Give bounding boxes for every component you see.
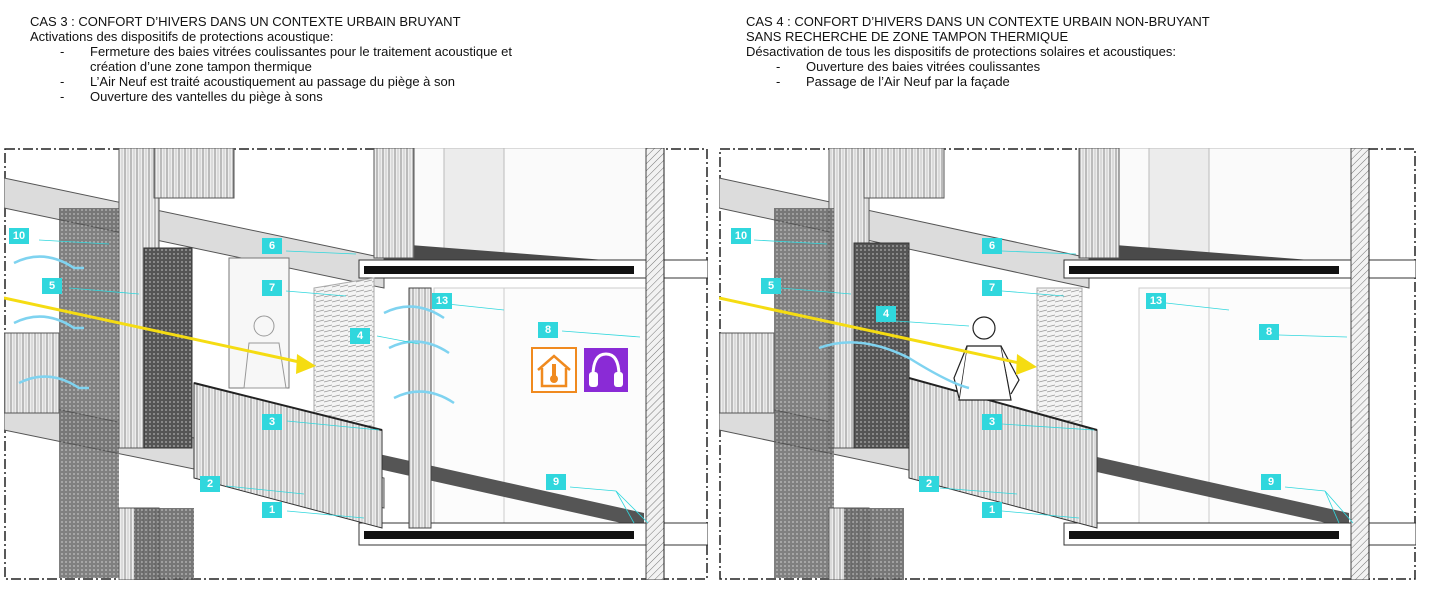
case4-intro: Désactivation de tous les dispositifs de…	[746, 44, 1176, 59]
callout-9: 9	[1261, 474, 1281, 490]
case4-section-drawing: 10 5 6 7 4 13 8 3 2 1 9	[719, 148, 1416, 580]
case4-subtitle: SANS RECHERCHE DE ZONE TAMPON THERMIQUE	[746, 29, 1069, 44]
person-figure	[243, 315, 287, 389]
callout-1: 1	[262, 502, 282, 518]
case4-list: Ouverture des baies vitrées coulissantes…	[746, 59, 1426, 89]
callout-10: 10	[731, 228, 751, 244]
leader-lines	[753, 239, 1354, 524]
list-item: Passage de l’Air Neuf par la façade	[746, 74, 1426, 89]
leader-lines	[38, 239, 649, 524]
list-item: Ouverture des baies vitrées coulissantes	[746, 59, 1426, 74]
case3-intro: Activations des dispositifs de protectio…	[30, 29, 334, 44]
callout-4: 4	[876, 306, 896, 322]
callout-4: 4	[350, 328, 370, 344]
ear-protection-icon	[584, 348, 628, 392]
callout-13: 13	[432, 293, 452, 309]
callout-8: 8	[538, 322, 558, 338]
case3-list: Fermeture des baies vitrées coulissantes…	[30, 44, 690, 104]
callout-7: 7	[262, 280, 282, 296]
callout-5: 5	[761, 278, 781, 294]
list-item: L’Air Neuf est traité acoustiquement au …	[30, 74, 690, 89]
list-item: Fermeture des baies vitrées coulissantes…	[30, 44, 690, 74]
callout-3: 3	[982, 414, 1002, 430]
callout-6: 6	[262, 238, 282, 254]
callout-2: 2	[200, 476, 220, 492]
case3-title: CAS 3 : CONFORT D’HIVERS DANS UN CONTEXT…	[30, 14, 461, 29]
callout-6: 6	[982, 238, 1002, 254]
case3-description: CAS 3 : CONFORT D’HIVERS DANS UN CONTEXT…	[30, 14, 690, 104]
callout-9: 9	[546, 474, 566, 490]
callout-2: 2	[919, 476, 939, 492]
callout-8: 8	[1259, 324, 1279, 340]
sun-ray-arrow	[719, 296, 1037, 375]
case4-section-svg	[719, 148, 1416, 580]
callout-7: 7	[982, 280, 1002, 296]
air-flow-arrows	[818, 341, 970, 390]
case3-section-svg	[4, 148, 708, 580]
case3-section-drawing: 10 5 6 7 4 13 8 3 2 1 9	[4, 148, 708, 580]
callout-1: 1	[982, 502, 1002, 518]
callout-10: 10	[9, 228, 29, 244]
case4-description: CAS 4 : CONFORT D’HIVERS DANS UN CONTEXT…	[746, 14, 1426, 89]
case4-title: CAS 4 : CONFORT D’HIVERS DANS UN CONTEXT…	[746, 14, 1210, 29]
callout-13: 13	[1146, 293, 1166, 309]
air-flow-arrows	[13, 255, 455, 405]
list-item: Ouverture des vantelles du piège à sons	[30, 89, 690, 104]
sun-ray-arrow	[4, 296, 316, 374]
callout-5: 5	[42, 278, 62, 294]
callout-3: 3	[262, 414, 282, 430]
house-thermometer-icon	[531, 347, 577, 393]
